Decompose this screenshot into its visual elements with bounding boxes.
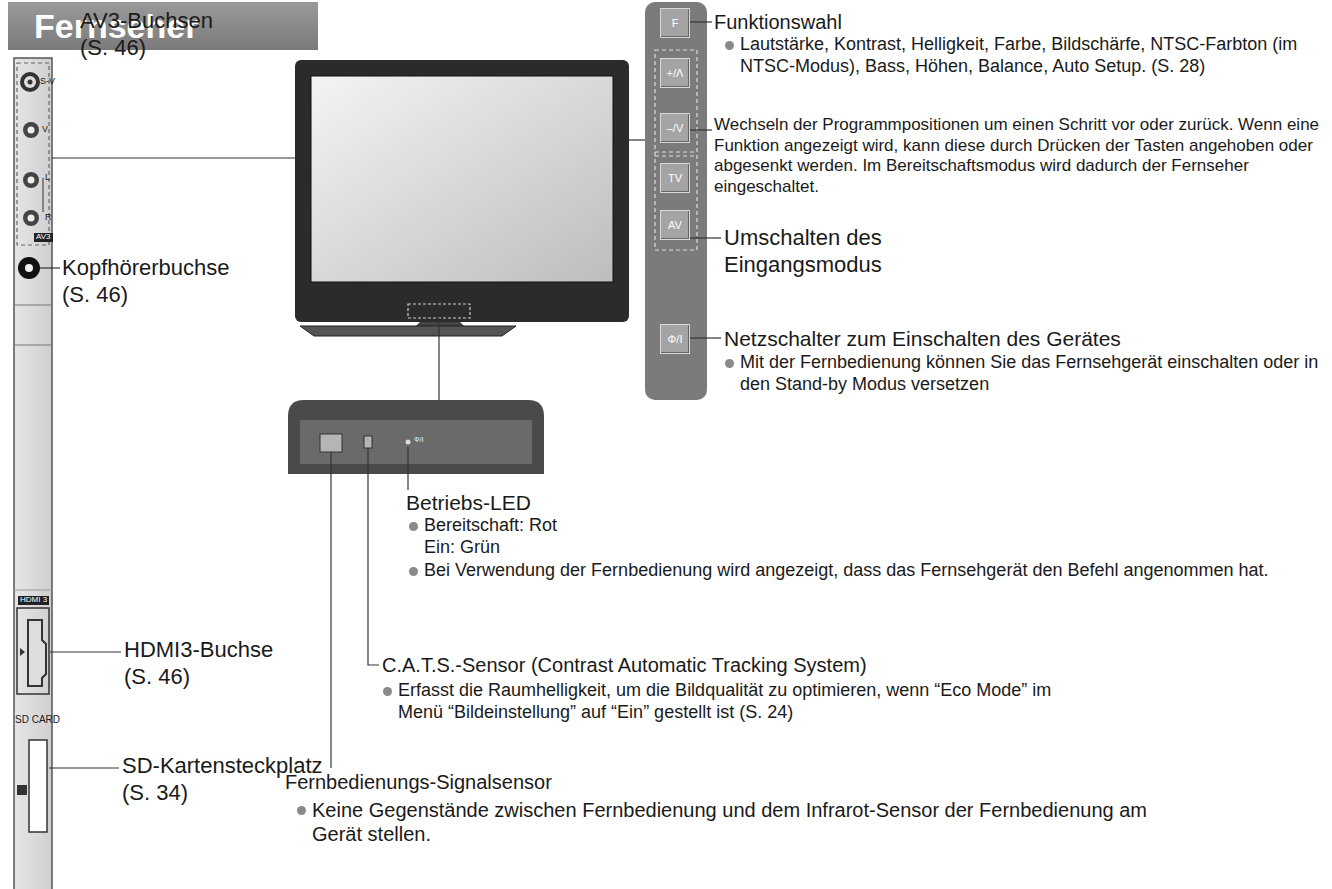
bullet-dot [383,687,392,696]
button-label: TV [668,172,682,184]
jack-label: AV3 [34,233,53,242]
bullet-dot [725,359,734,368]
callout-text: HDMI3-Buchse (S. 46) [124,637,299,691]
note-text: Bei Verwendung der Fernbedienung wird an… [424,560,1284,582]
button-label: AV [668,219,682,231]
callout-text: Umschalten des Eingangsmodus [724,225,899,279]
panel-button: Φ/I [660,324,690,354]
button-label: F [672,17,679,29]
jack-label: V [42,124,48,135]
jack-label: S-V [40,76,55,87]
callout-text: Betriebs-LED [406,490,531,516]
jack-label: R [45,212,52,223]
callout-text: AV3-Buchsen (S. 46) [80,8,240,62]
jack-label: L [45,172,50,183]
panel-button: +/Λ [660,58,690,88]
bullet-dot [297,806,306,815]
bullet-dot [409,522,418,531]
panel-button: AV [660,210,690,240]
bullet-dot [725,41,734,50]
slot-label: SD CARD [15,714,60,726]
note-text: Lautstärke, Kontrast, Helligkeit, Farbe,… [740,34,1325,78]
note-text: Keine Gegenstände zwischen Fernbedienung… [312,798,1192,847]
led-label: Φ/I [414,436,423,445]
note-text: Mit der Fernbedienung können Sie das Fer… [740,352,1325,396]
callout-text: C.A.T.S.-Sensor (Contrast Automatic Trac… [382,653,1282,677]
callout-text: Fernbedienungs-Signalsensor [285,770,552,794]
panel-button: –/V [660,113,690,143]
panel-button: TV [660,163,690,193]
bullet-dot [409,567,418,576]
panel-button: F [660,8,690,38]
button-label: –/V [667,122,684,134]
note-text: Ein: Grün [424,537,500,559]
callout-text: Netzschalter zum Einschalten des Gerätes [724,326,1324,352]
port-label: HDMI 3 [18,596,49,605]
note-text: Wechseln der Programmpositionen um einen… [714,115,1326,198]
note-text: Erfasst die Raumhelligkeit, um die Bildq… [398,680,1098,724]
note-text: Bereitschaft: Rot [424,515,557,537]
callout-text: Funktionswahl [714,10,842,34]
button-label: +/Λ [667,67,684,79]
callout-text: Kopfhörerbuchse (S. 46) [62,255,252,309]
button-label: Φ/I [668,333,683,345]
